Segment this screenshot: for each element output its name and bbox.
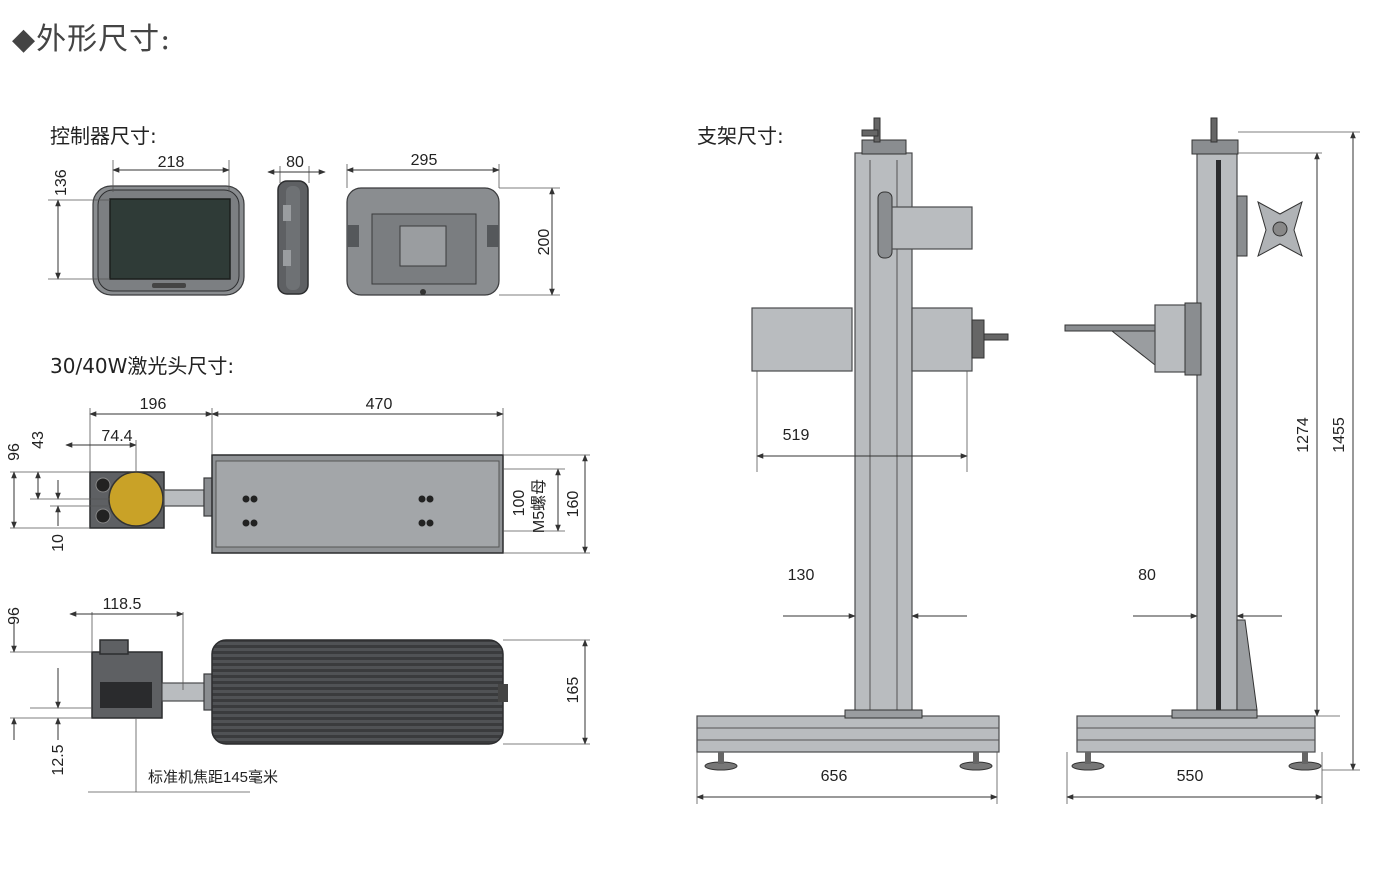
stand-1274-label: 1274: [1295, 417, 1312, 453]
head-body-len-label: 470: [366, 396, 393, 413]
side-12-5-label: 12.5: [50, 744, 67, 775]
head-m5-label: M5螺母: [530, 479, 548, 533]
controller-side-view: [277, 180, 309, 295]
laser-head-side-view: [91, 639, 508, 745]
ctrl-back-width-label: 295: [411, 152, 438, 169]
head-100-label: 100: [511, 490, 528, 517]
head-160-label: 160: [565, 491, 582, 518]
stand-656-label: 656: [821, 768, 848, 785]
stand-130-label: 130: [788, 567, 815, 584]
stand-front-view: [696, 117, 1009, 771]
side-118-5-label: 118.5: [103, 596, 142, 613]
ctrl-depth-label: 80: [286, 154, 304, 171]
controller-front-view: [92, 185, 245, 296]
controller-back-view: [346, 187, 500, 296]
head-10-label: 10: [50, 534, 67, 552]
laser-head-section-title: 30/40W激光头尺寸:: [50, 354, 235, 378]
controller-section-title: 控制器尺寸:: [50, 124, 157, 148]
page-title: ◆外形尺寸:: [12, 22, 172, 57]
head-lens-off-label: 74.4: [101, 428, 132, 445]
head-43-label: 43: [30, 431, 47, 449]
stand-550-label: 550: [1177, 768, 1204, 785]
stand-1455-label: 1455: [1331, 417, 1348, 453]
stand-section-title: 支架尺寸:: [697, 124, 784, 148]
side-96-label: 96: [6, 607, 23, 625]
ctrl-height-label: 136: [53, 169, 70, 196]
ctrl-back-height-label: 200: [536, 229, 553, 256]
stand-519-label: 519: [783, 427, 810, 444]
head-front-len-label: 196: [140, 396, 167, 413]
ctrl-width-label: 218: [158, 154, 185, 171]
side-165-label: 165: [565, 677, 582, 704]
focal-note-label: 标准机焦距145毫米: [148, 768, 278, 786]
laser-head-top-view: [89, 454, 504, 554]
stand-side-view: [1064, 117, 1322, 771]
head-96-top-label: 96: [6, 443, 23, 461]
stand-80-label: 80: [1138, 567, 1156, 584]
